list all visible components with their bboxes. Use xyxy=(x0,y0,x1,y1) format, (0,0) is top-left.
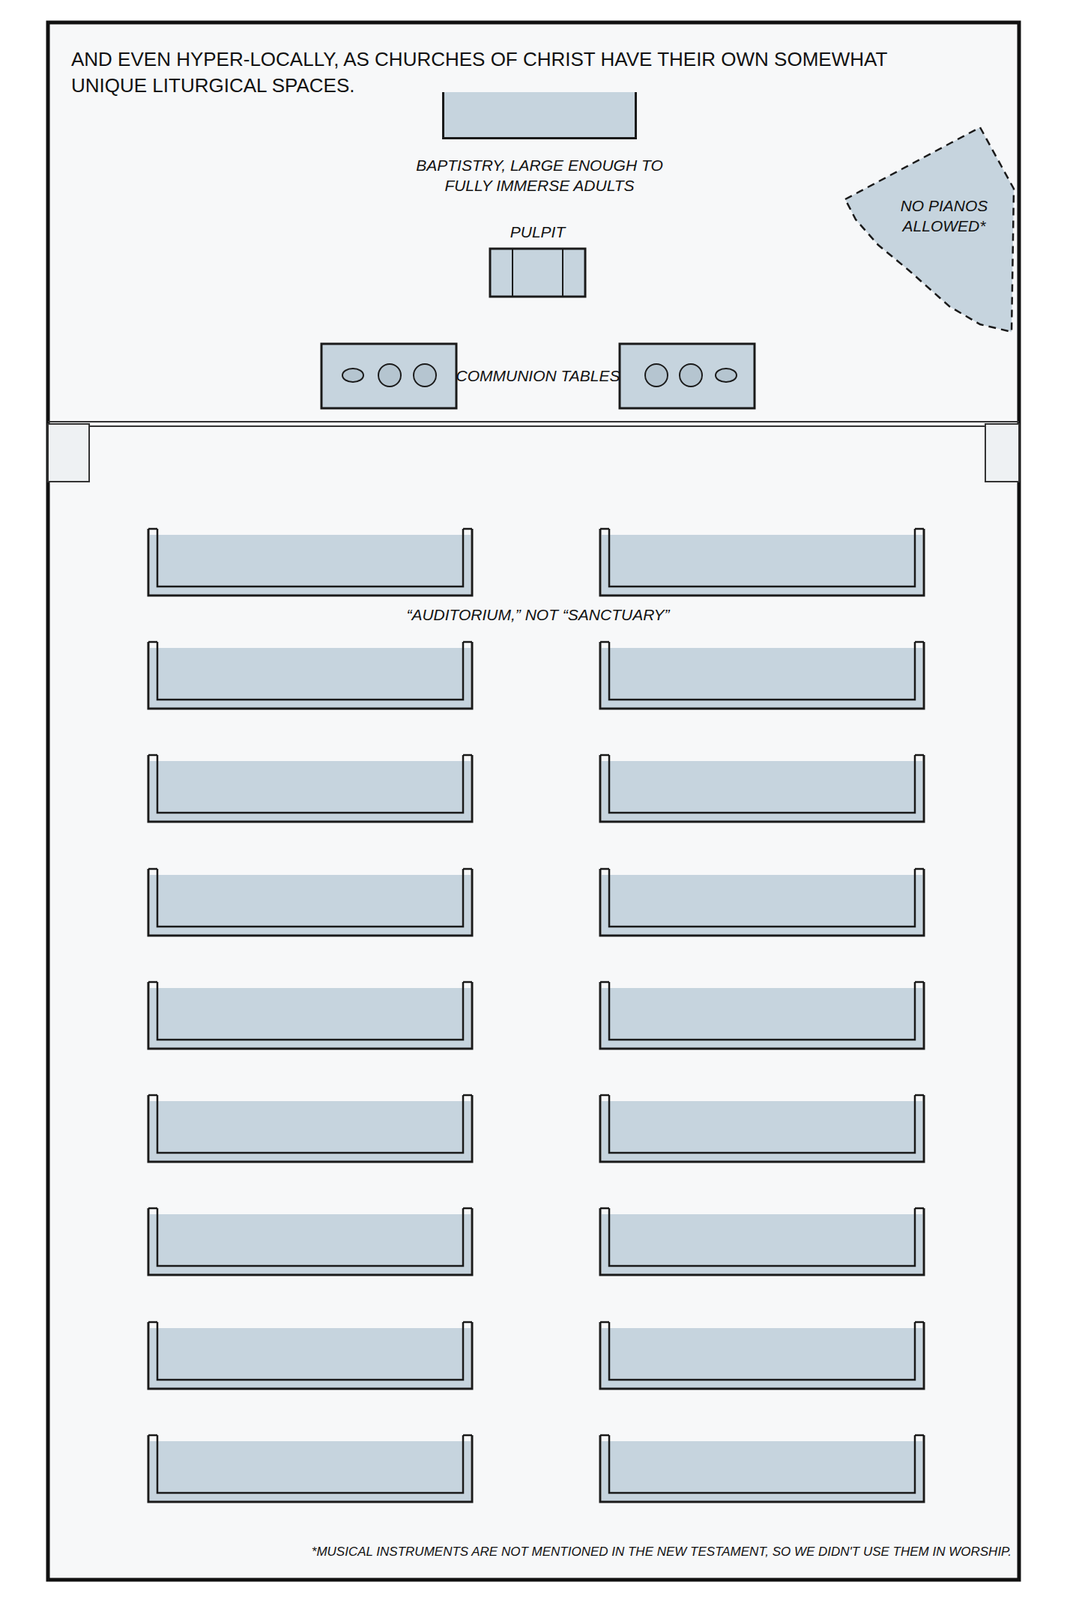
node-label: PULPIT xyxy=(477,221,598,243)
node-label: NO PIANOS ALLOWED* xyxy=(876,195,1012,237)
pulpit-node: PULPIT xyxy=(477,221,598,299)
table-label: COMMUNION TABLES xyxy=(448,366,628,386)
step xyxy=(47,424,90,482)
footnote: *MUSICAL INSTRUMENTS ARE NOT MENTIONED I… xyxy=(82,1544,1012,1561)
platform-edge xyxy=(47,421,1020,427)
communion-table xyxy=(321,343,457,409)
baptistry-basin xyxy=(442,92,637,140)
panel-border xyxy=(47,22,1020,1581)
step xyxy=(985,424,1020,482)
piano-node: NO PIANOS ALLOWED* xyxy=(842,123,1020,338)
room-label: “AUDITORIUM,” NOT “SANCTUARY” xyxy=(313,605,763,625)
node-label: BAPTISTRY, LARGE ENOUGH TO FULLY IMMERSE… xyxy=(404,155,675,197)
pews xyxy=(148,529,924,1503)
baptistry-node: BAPTISTRY, LARGE ENOUGH TO FULLY IMMERSE… xyxy=(404,92,675,205)
pulpit-shape xyxy=(488,247,587,299)
communion-table xyxy=(619,343,755,409)
title: AND EVEN HYPER-LOCALLY, AS CHURCHES OF C… xyxy=(71,46,956,99)
